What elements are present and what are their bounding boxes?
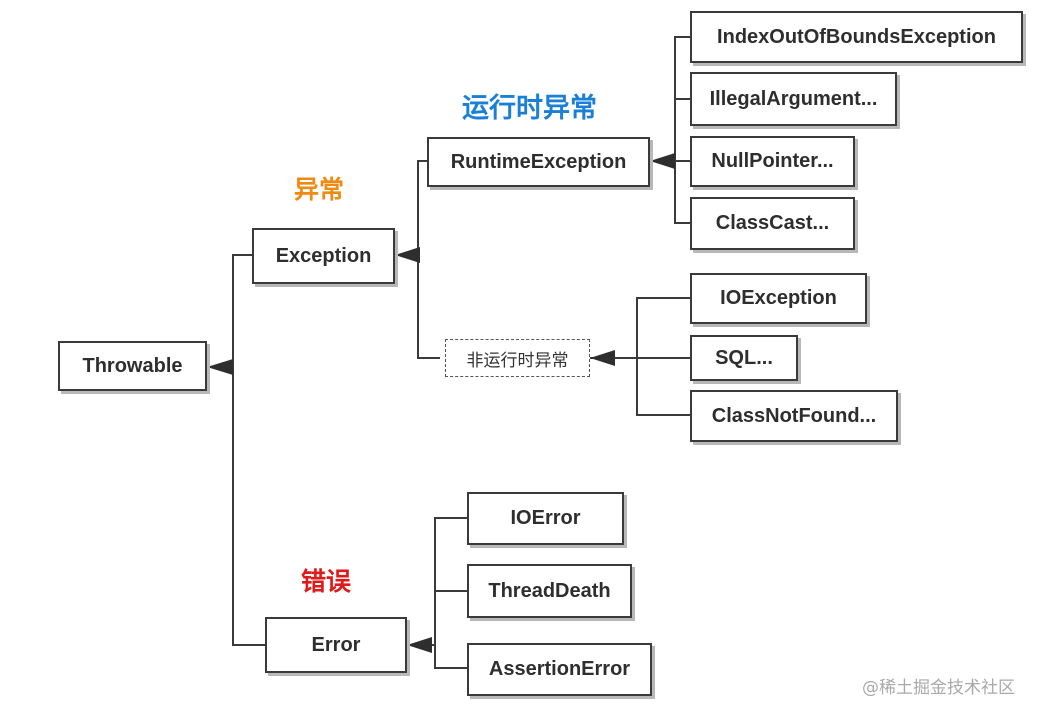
error-label: 错误 <box>301 567 352 596</box>
io-exception-node: IOException <box>690 273 867 324</box>
exception-node: Exception <box>252 228 395 284</box>
runtime-exception-node: RuntimeException <box>427 137 650 187</box>
null-pointer-exception-node: NullPointer... <box>690 136 855 187</box>
class-not-found-exception-node: ClassNotFound... <box>690 390 898 442</box>
runtime-exception-label: 运行时异常 <box>462 93 597 124</box>
thread-death-node: ThreadDeath <box>467 564 632 618</box>
io-error-node: IOError <box>467 492 624 545</box>
sql-exception-node: SQL... <box>690 335 798 381</box>
non-runtime-exception-node: 非运行时异常 <box>445 339 590 377</box>
assertion-error-node: AssertionError <box>467 643 652 696</box>
index-out-of-bounds-exception-node: IndexOutOfBoundsException <box>690 11 1023 63</box>
watermark: @稀土掘金技术社区 <box>862 678 1015 698</box>
class-cast-exception-node: ClassCast... <box>690 197 855 250</box>
exception-label: 异常 <box>294 175 345 204</box>
illegal-argument-exception-node: IllegalArgument... <box>690 72 897 126</box>
throwable-node: Throwable <box>58 341 207 391</box>
error-node: Error <box>265 617 407 673</box>
